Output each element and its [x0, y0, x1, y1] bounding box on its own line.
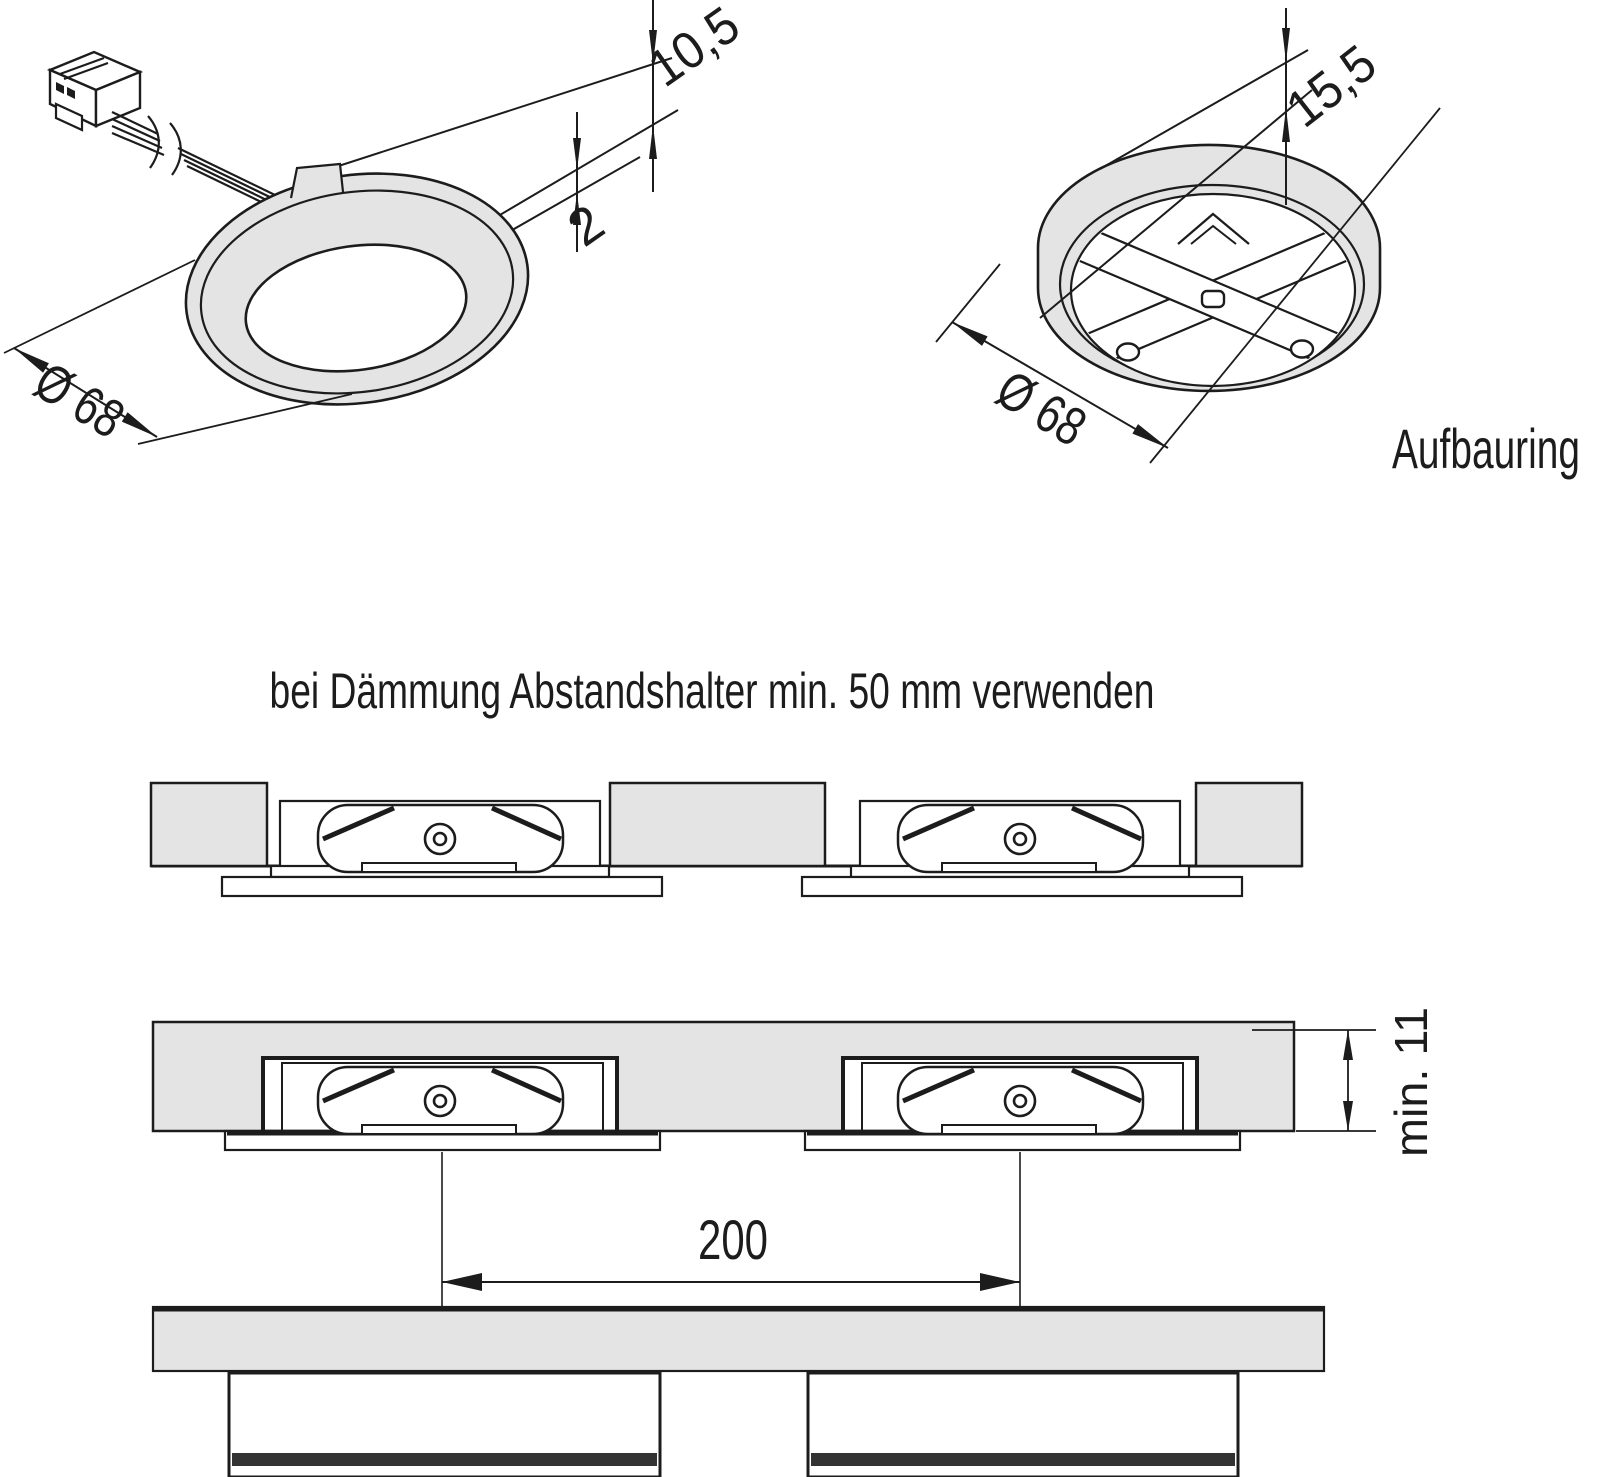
center-hole [1200, 289, 1226, 309]
cabinet-bottom [151, 1305, 1326, 1477]
recessed-spotlight-drawing: 10,5 2 Ø 68 [3, 0, 750, 450]
insulation-block [149, 781, 269, 868]
insulation-block [1194, 781, 1304, 868]
spacing-dimension: 200 [441, 1152, 1021, 1371]
dimension-label-min-thickness: min. 11 [1385, 1007, 1437, 1157]
spacer-plate [800, 875, 1244, 898]
cabinet-front-edge [232, 1453, 657, 1466]
dimension-label-height-ring: 15,5 [1276, 34, 1387, 139]
luminaire-section [318, 1067, 563, 1134]
insulation-note: bei Dämmung Abstandshalter min. 50 mm ve… [270, 663, 1155, 719]
luminaire-section [318, 805, 563, 872]
surface-ring-drawing: 15,5 Ø 68 Aufbauring [935, 8, 1580, 480]
luminaire-section [898, 1067, 1143, 1134]
screw-hole [1289, 339, 1315, 359]
dimension-label-height-flange: 2 [558, 194, 615, 258]
mounting-clip-tab [289, 162, 345, 199]
ring-caption: Aufbauring [1392, 417, 1580, 480]
lens-opening [244, 243, 468, 373]
dimension-label-spacing: 200 [698, 1208, 768, 1271]
insulation-block [608, 781, 827, 868]
cabinet-front-edge [811, 1453, 1235, 1466]
dimension-min-thickness: min. 11 [1252, 1007, 1437, 1157]
dimension-label-diameter-ring: Ø 68 [986, 359, 1096, 458]
screw-hole [1115, 342, 1141, 362]
dimension-height-flange: 2 [558, 112, 615, 258]
luminaire-section [898, 805, 1143, 872]
shelf-panel [151, 1305, 1326, 1373]
section-in-panel: min. 11 [151, 1007, 1437, 1157]
bracket-rear-arm [1177, 212, 1250, 245]
ring-body [1036, 143, 1382, 393]
connector-plug [46, 50, 144, 132]
dimension-label-height-total: 10,5 [638, 0, 750, 98]
section-with-insulation [149, 781, 1304, 898]
spotlight-bezel [184, 162, 530, 406]
dimension-height-total: 10,5 [638, 0, 750, 192]
spacer-plate [220, 875, 664, 898]
